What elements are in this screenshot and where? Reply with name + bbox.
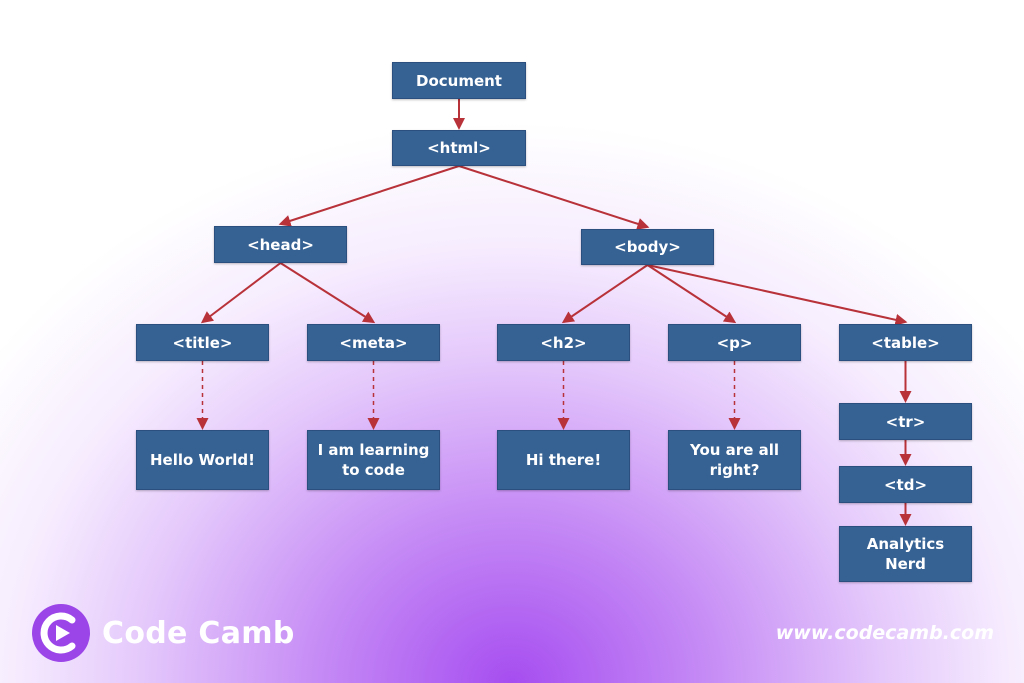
- node-body: <body>: [581, 229, 714, 265]
- node-p: <p>: [668, 324, 801, 361]
- brand-name: Code Camb: [102, 615, 295, 651]
- arrow-head-to-meta: [279, 262, 376, 324]
- node-title-text: Hello World!: [136, 430, 269, 490]
- codecamb-logo-icon: [32, 604, 90, 662]
- website-url: www.codecamb.com: [775, 622, 994, 644]
- arrow-head-to-title: [200, 262, 282, 324]
- node-title: <title>: [136, 324, 269, 361]
- node-document: Document: [392, 62, 526, 99]
- arrow-html-to-head: [278, 165, 460, 227]
- node-meta-text: I am learning to code: [307, 430, 440, 490]
- arrow-body-to-p: [646, 264, 737, 324]
- node-h2: <h2>: [497, 324, 630, 361]
- node-h2-text: Hi there!: [497, 430, 630, 490]
- node-td-text: Analytics Nerd: [839, 526, 972, 582]
- node-meta: <meta>: [307, 324, 440, 361]
- node-tr: <tr>: [839, 403, 972, 440]
- arrow-body-to-table: [647, 264, 908, 326]
- node-p-text: You are all right?: [668, 430, 801, 490]
- node-table: <table>: [839, 324, 972, 361]
- arrow-html-to-body: [458, 165, 650, 230]
- footer-brand: Code Camb: [32, 604, 295, 662]
- node-head: <head>: [214, 226, 347, 263]
- node-html: <html>: [392, 130, 526, 166]
- arrow-body-to-h2: [561, 264, 649, 324]
- node-td: <td>: [839, 466, 972, 503]
